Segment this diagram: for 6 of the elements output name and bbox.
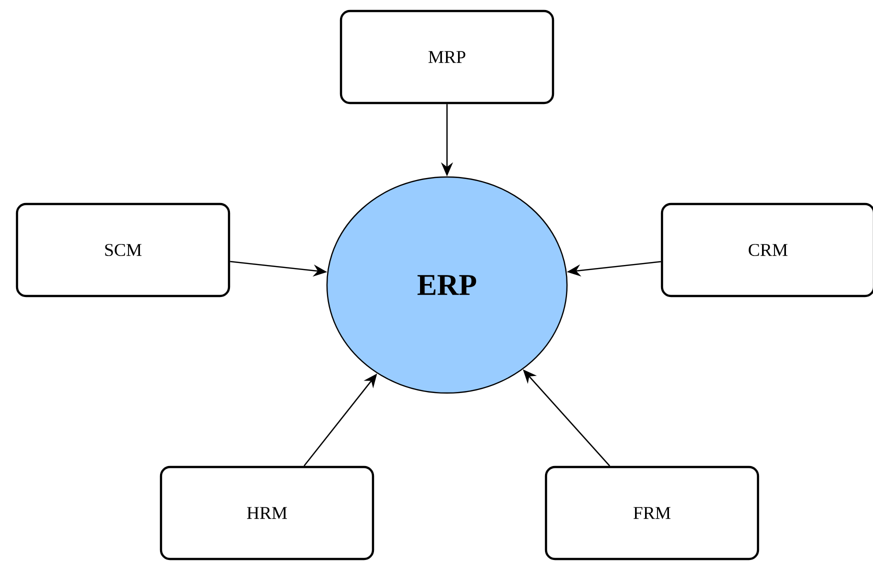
module-box: SCM (16, 202, 230, 298)
module-box: MRP (340, 10, 554, 104)
module-box: HRM (160, 466, 374, 560)
ellipse-node: ERP (326, 176, 568, 394)
module-box: FRM (544, 466, 760, 560)
module-box: CRM (660, 202, 873, 298)
